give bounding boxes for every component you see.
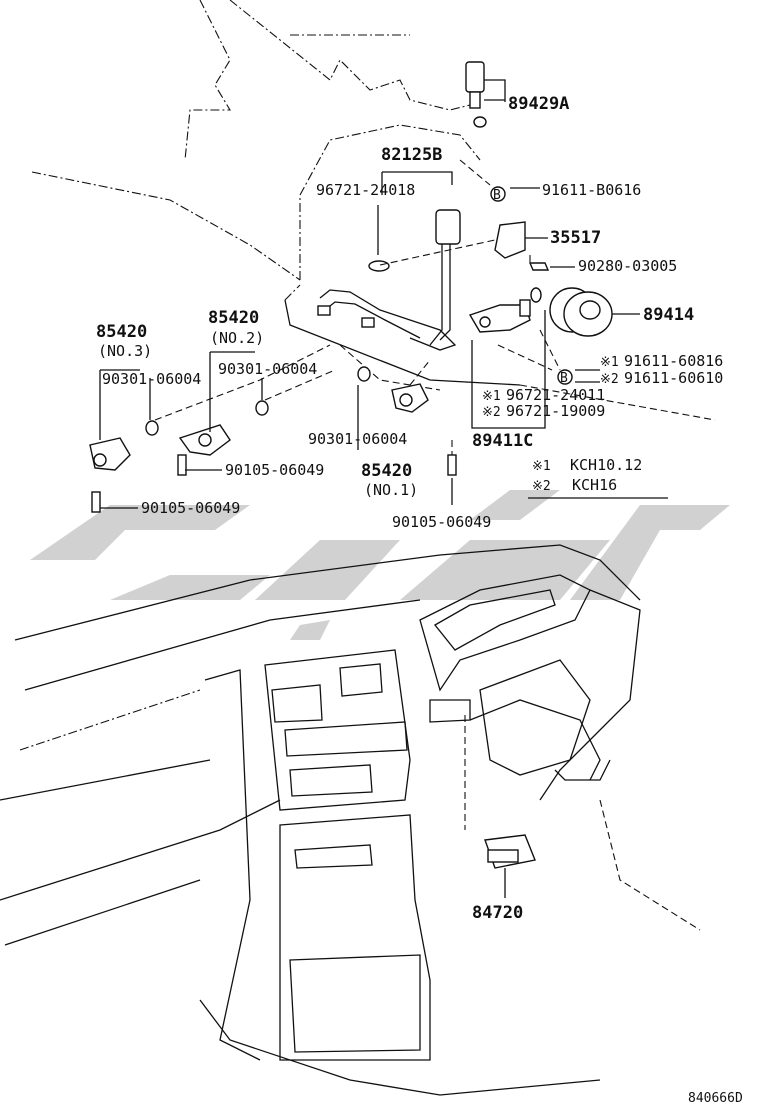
- label-90301-06004-a: 90301-06004: [102, 370, 201, 388]
- label-82125B: 82125B: [381, 145, 442, 165]
- label-no2: (NO.2): [210, 329, 264, 347]
- note-mark-1b: ※1: [482, 389, 501, 404]
- watermark-logo: [30, 490, 730, 640]
- label-90105-06049-a: 90105-06049: [225, 461, 324, 479]
- label-90105-06049-b: 90105-06049: [141, 499, 240, 517]
- label-85420-no3: 85420: [96, 322, 147, 342]
- label-89414: 89414: [643, 305, 694, 325]
- label-no3: (NO.3): [98, 342, 152, 360]
- switch-84720-drawing: [484, 834, 536, 869]
- sensor-85420-no2-drawing: [178, 424, 231, 456]
- label-90301-06004-b: 90301-06004: [218, 360, 317, 378]
- label-96721-19009: 96721-19009: [506, 402, 605, 420]
- svg-text:B: B: [493, 188, 501, 203]
- bracket-35517-drawing: [494, 221, 526, 259]
- label-91611-B0616: 91611-B0616: [542, 181, 641, 199]
- label-84720: 84720: [472, 903, 523, 923]
- note-mark-1a: ※1: [600, 355, 619, 370]
- label-96721-24011: 96721-24011: [506, 386, 605, 404]
- label-91611-60610: 91611-60610: [624, 369, 723, 387]
- note-mark-2a: ※2: [600, 372, 619, 387]
- label-no1: (NO.1): [364, 481, 418, 499]
- note-kch1012: KCH10.12: [570, 456, 642, 474]
- label-90301-06004-c: 90301-06004: [308, 430, 407, 448]
- grommets-drawing: [145, 366, 371, 436]
- label-90280-03005: 90280-03005: [578, 257, 677, 275]
- sensor-85420-no1-drawing: [391, 383, 429, 413]
- note-mark-2c: ※2: [532, 479, 551, 494]
- label-85420-no2: 85420: [208, 308, 259, 328]
- label-91611-60816: 91611-60816: [624, 352, 723, 370]
- label-89429A: 89429A: [508, 94, 569, 114]
- label-35517: 35517: [550, 228, 601, 248]
- sensor-89429A-drawing: [465, 61, 506, 128]
- label-85420-no1: 85420: [361, 461, 412, 481]
- sensor-89411C-drawing: B: [468, 299, 573, 386]
- part-labels: 89429A 82125B 96721-24018 91611-B0616 35…: [96, 94, 743, 1106]
- clip-90280-03005-drawing: [528, 262, 550, 271]
- note-kch16: KCH16: [572, 476, 617, 494]
- sensor-89414-drawing: [530, 287, 613, 337]
- diagram-ref-code: 840666D: [688, 1091, 743, 1106]
- label-89411C: 89411C: [472, 431, 533, 451]
- sensor-85420-no3-drawing: [89, 437, 131, 471]
- note-mark-2b: ※2: [482, 405, 501, 420]
- wire-harness-82125B-drawing: [317, 209, 461, 351]
- leader-lines: [99, 99, 668, 898]
- clip-91611-B0616-drawing: B: [490, 186, 506, 203]
- svg-text:B: B: [560, 371, 568, 386]
- note-mark-1c: ※1: [532, 459, 551, 474]
- label-90105-06049-c: 90105-06049: [392, 513, 491, 531]
- label-96721-24018: 96721-24018: [316, 181, 415, 199]
